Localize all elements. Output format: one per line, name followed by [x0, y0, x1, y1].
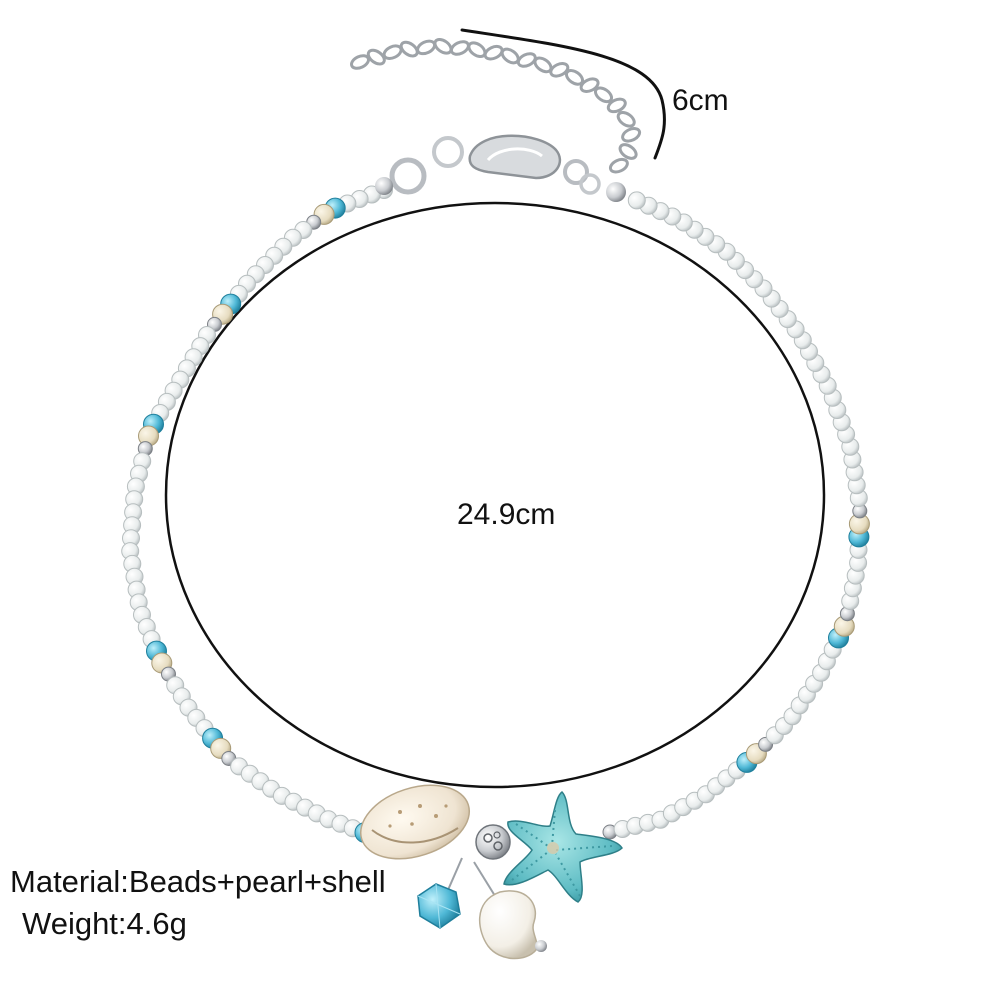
chain-link [593, 86, 614, 104]
bead-strand [121, 181, 870, 848]
chain-link [606, 97, 627, 114]
end-cap-left [375, 177, 393, 195]
chain-link [449, 40, 470, 56]
material-spec: MaterialBeads+pearl+shell [10, 864, 386, 900]
extension-measure-line [460, 28, 666, 160]
end-cap-right [606, 182, 626, 202]
circumference-label: 24.9cm [457, 498, 556, 531]
silver-flower-bead [475, 824, 511, 860]
material-value: Beads+pearl+shell [128, 864, 386, 899]
material-key: Material [10, 864, 129, 899]
extension-chain [350, 37, 642, 174]
extension-length-label: 6cm [672, 84, 729, 117]
chain-link [433, 37, 453, 55]
chain-link [399, 40, 419, 58]
chain-link [621, 127, 642, 143]
chain-link [483, 44, 504, 61]
chain-link [618, 143, 638, 160]
chain-link [608, 157, 629, 174]
crystal-charm [417, 857, 463, 929]
cowrie-shell-charm [359, 784, 471, 860]
chain-link [616, 110, 636, 128]
chain-link [549, 62, 570, 78]
chain-link [366, 48, 386, 66]
chain-link [516, 52, 537, 68]
seed-bead [627, 191, 646, 210]
circumference-measure-circle [164, 201, 826, 789]
lobster-clasp [389, 134, 601, 195]
weight-value: 4.6g [126, 906, 187, 941]
chain-link [416, 39, 437, 56]
chain-link [579, 77, 600, 93]
weight-key: Weight [22, 906, 127, 941]
pearl-charm [473, 861, 547, 960]
starfish-charm [503, 791, 623, 903]
charm-cluster [359, 784, 623, 960]
weight-spec: Weight4.6g [22, 906, 187, 942]
